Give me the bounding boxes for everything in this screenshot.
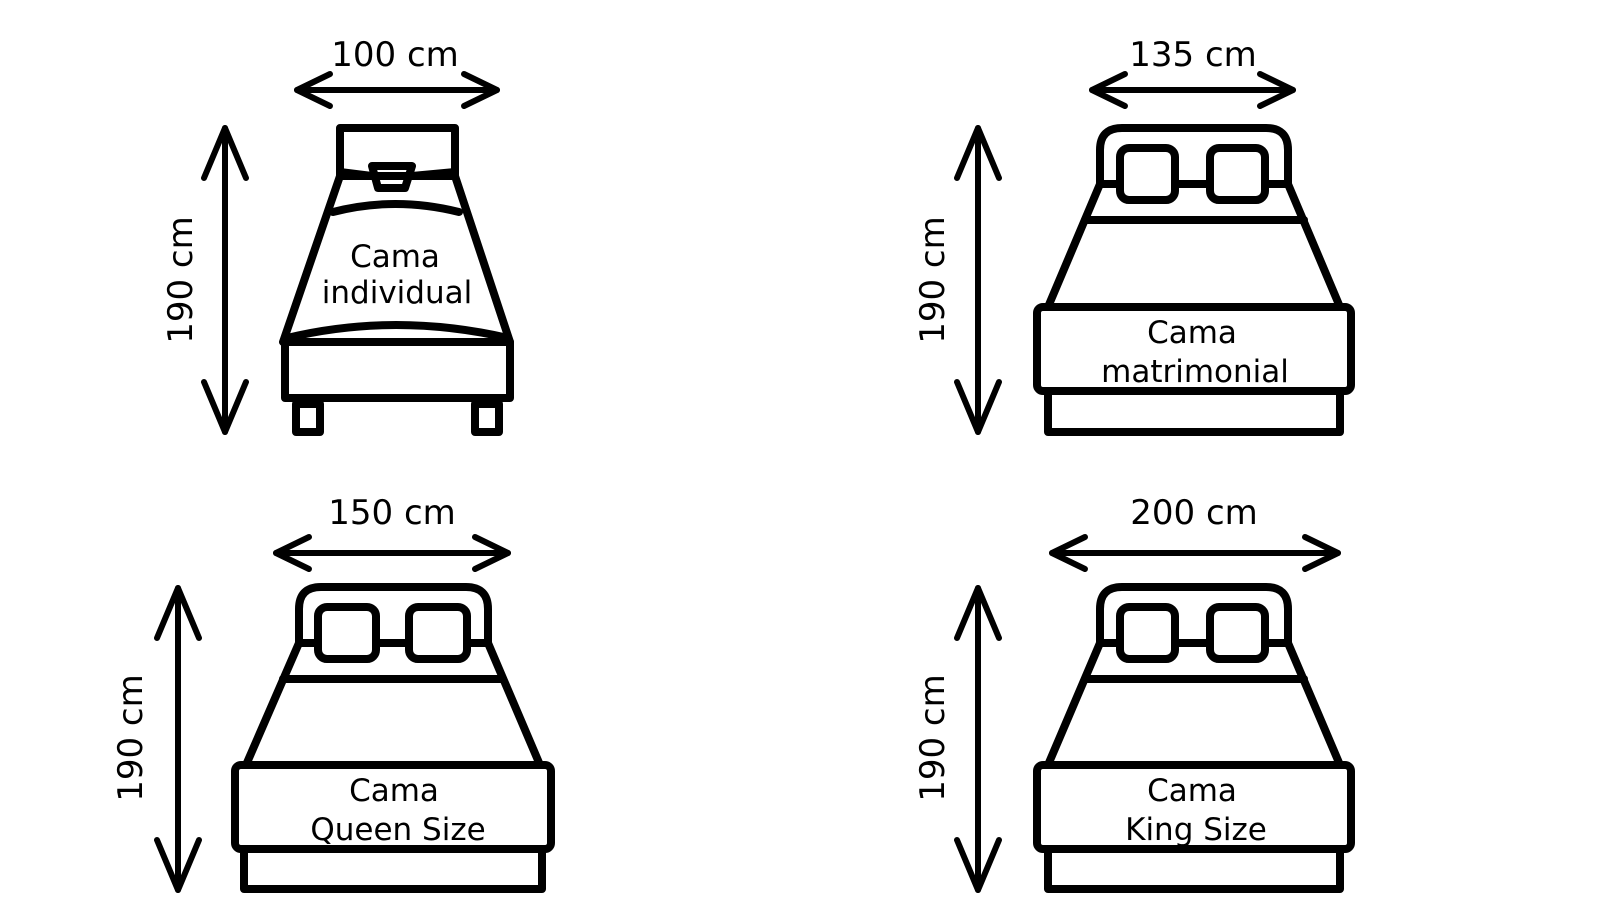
bed-name-line1: Cama: [1147, 773, 1237, 809]
width-arrow-icon: [1049, 534, 1341, 572]
bed-panel-individual: 100 cm 190 cm Cama individual: [161, 35, 514, 436]
width-arrow-icon: [294, 71, 500, 109]
width-label: 100 cm: [331, 35, 459, 75]
bed-name-line1: Cama: [349, 773, 439, 809]
bed-panel-matrimonial: 135 cm 190 cm Cama matrimonial: [913, 35, 1355, 436]
length-label: 190 cm: [913, 674, 953, 802]
width-arrow-icon: [1089, 71, 1296, 109]
length-label: 190 cm: [913, 216, 953, 344]
length-arrow-icon: [954, 585, 1002, 893]
bed-name-line2: King Size: [1125, 812, 1267, 848]
length-arrow-icon: [154, 585, 202, 893]
width-label: 150 cm: [328, 493, 456, 533]
bed-panel-queen: 150 cm 190 cm Cama Queen Size: [111, 493, 555, 893]
queen-bed-icon: [231, 583, 555, 893]
bed-name-line1: Cama: [350, 239, 440, 275]
double-bed-icon: [1033, 124, 1355, 436]
width-arrow-icon: [273, 534, 511, 572]
length-arrow-icon: [201, 125, 249, 435]
width-label: 135 cm: [1129, 35, 1257, 75]
bed-name-line2: matrimonial: [1101, 354, 1289, 390]
length-label: 190 cm: [161, 216, 201, 344]
single-bed-icon: [279, 124, 514, 436]
length-arrow-icon: [954, 125, 1002, 435]
bed-name-line2: individual: [322, 275, 472, 311]
king-bed-icon: [1033, 583, 1355, 893]
length-label: 190 cm: [111, 674, 151, 802]
bed-panel-king: 200 cm 190 cm Cama King Size: [913, 493, 1355, 893]
bed-name-line2: Queen Size: [310, 812, 485, 848]
width-label: 200 cm: [1130, 493, 1258, 533]
bed-name-line1: Cama: [1147, 315, 1237, 351]
